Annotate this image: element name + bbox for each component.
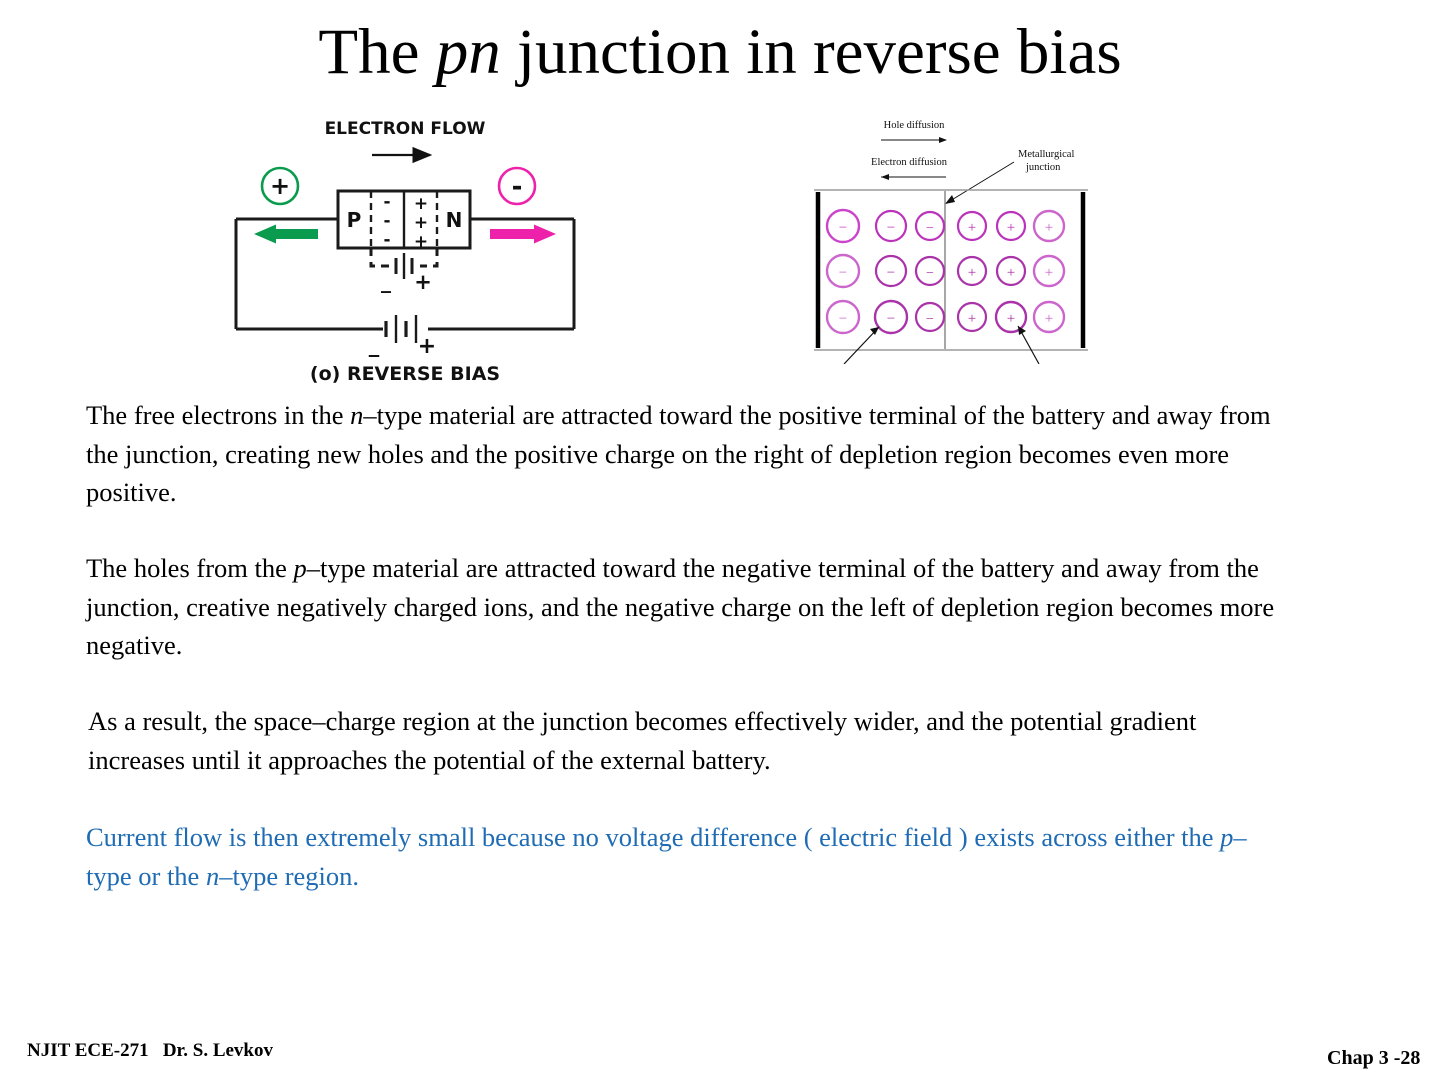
pn-junction-lattice-figure: Hole diffusion Electron diffusion Metall… xyxy=(806,114,1096,364)
footer-course-info: NJIT ECE-271 Dr. S. Levkov xyxy=(27,1040,273,1061)
depletion-minus-sign: - xyxy=(383,230,390,250)
page-title-pre: The xyxy=(318,16,436,88)
donor-ion-sign: + xyxy=(1045,265,1053,281)
donor-ion-sign: + xyxy=(1045,220,1053,236)
positive-terminal-sign: + xyxy=(270,172,290,200)
acceptor-ion-sign: − xyxy=(926,221,934,236)
paragraph-electrons: The free electrons in the n–type materia… xyxy=(86,396,1296,512)
green-current-arrow-icon xyxy=(254,224,318,244)
acceptor-ion: − xyxy=(825,253,861,289)
acceptor-ion: − xyxy=(874,254,908,288)
donor-ion: + xyxy=(956,301,988,333)
donor-ion: + xyxy=(1032,300,1066,334)
para4-part-a: Current flow is then extremely small bec… xyxy=(86,822,1221,852)
acceptor-ion: − xyxy=(914,301,946,333)
negative-terminal-sign: - xyxy=(512,172,523,202)
external-battery-symbol-icon xyxy=(384,315,418,343)
donor-ion: + xyxy=(1032,254,1066,288)
donor-ion-group: + + + + + + xyxy=(956,209,1066,334)
para2-part-a: The holes from the xyxy=(86,553,294,583)
donor-ion-sign: + xyxy=(1007,311,1015,327)
pn-junction-lattice-svg: Hole diffusion Electron diffusion Metall… xyxy=(814,120,1088,364)
donor-ion: + xyxy=(956,210,988,242)
page-title-italic-pn: pn xyxy=(435,16,501,88)
n-region-label: N xyxy=(446,208,463,232)
para1-n-italic: n xyxy=(350,400,364,430)
reverse-bias-circuit-svg: ELECTRON FLOW + - xyxy=(234,119,576,385)
para4-part-c: –type region. xyxy=(219,860,360,891)
donor-ion: + xyxy=(995,210,1027,242)
acceptor-ion-sign: − xyxy=(839,311,847,327)
electron-diffusion-label: Electron diffusion xyxy=(871,157,948,168)
acceptor-callout-arrow-icon xyxy=(843,326,880,364)
internal-barrier-battery-leads xyxy=(369,248,439,268)
paragraph-holes: The holes from the p–type material are a… xyxy=(86,549,1286,665)
footer-chapter-slide: Chap 3 -28 xyxy=(1327,1047,1421,1069)
acceptor-ion-sign: − xyxy=(887,311,895,327)
circuit-wire xyxy=(234,217,576,331)
magenta-current-arrow-icon xyxy=(490,224,556,244)
donor-ion-sign: + xyxy=(1007,220,1015,236)
internal-battery-plus: + xyxy=(414,270,432,294)
hole-diffusion-label: Hole diffusion xyxy=(884,120,946,131)
positive-terminal-circle-icon xyxy=(260,166,300,206)
acceptor-ion: − xyxy=(914,210,946,242)
negative-terminal-circle-icon xyxy=(497,166,537,206)
figure-left-caption: (o) REVERSE BIAS xyxy=(310,363,500,385)
para4-n-italic: n xyxy=(205,860,220,891)
donor-ion: + xyxy=(995,255,1027,287)
para4-p-italic: p xyxy=(1220,822,1234,852)
acceptor-ion: − xyxy=(825,208,861,244)
depletion-minus-sign: - xyxy=(383,211,390,231)
acceptor-ion: − xyxy=(914,255,946,287)
external-battery-plus: + xyxy=(418,334,436,359)
acceptor-ion-sign: − xyxy=(839,265,847,281)
acceptor-ion: − xyxy=(873,299,909,335)
donor-ion-sign: + xyxy=(968,311,976,327)
paragraph-current-flow-highlight: Current flow is then extremely small bec… xyxy=(86,818,1286,895)
page-title: The pn junction in reverse bias xyxy=(0,14,1440,90)
acceptor-ion-sign: − xyxy=(887,220,895,236)
metallurgical-junction-leader-line xyxy=(944,161,1015,205)
metallurgical-junction-label-line1: Metallurgical xyxy=(1018,149,1074,160)
metallurgical-junction-label-line2: junction xyxy=(1025,162,1061,173)
depletion-plus-sign: + xyxy=(414,194,428,214)
para2-part-b: –type material are attracted toward the … xyxy=(86,553,1275,660)
donor-ion-sign: + xyxy=(968,220,976,236)
acceptor-ion-sign: − xyxy=(926,312,934,327)
donor-callout-arrow-icon xyxy=(1017,325,1040,364)
para4-part-b: –type or the xyxy=(86,822,1247,891)
donor-ion: + xyxy=(994,300,1028,334)
depletion-plus-sign: + xyxy=(414,213,428,233)
acceptor-ion-sign: − xyxy=(926,266,934,281)
para1-part-a: The free electrons in the xyxy=(86,400,351,430)
depletion-plus-sign: + xyxy=(414,232,428,252)
page-title-post: junction in reverse bias xyxy=(500,16,1122,88)
electron-flow-label: ELECTRON FLOW xyxy=(325,119,486,139)
electron-diffusion-arrow-icon xyxy=(881,174,946,180)
paragraph-space-charge: As a result, the space–charge region at … xyxy=(88,706,1197,775)
depletion-minus-sign: - xyxy=(383,192,390,212)
p-region-label: P xyxy=(347,208,362,232)
internal-battery-symbol-icon xyxy=(394,253,414,279)
acceptor-ion: − xyxy=(825,299,861,335)
external-battery-minus: _ xyxy=(369,333,380,357)
acceptor-ion: − xyxy=(874,209,908,243)
para1-part-b: –type material are attracted toward the … xyxy=(86,400,1271,507)
internal-battery-minus: _ xyxy=(381,269,391,293)
donor-ion-sign: + xyxy=(1045,311,1053,327)
donor-ion: + xyxy=(1032,209,1066,243)
acceptor-ion-sign: − xyxy=(839,220,847,236)
para2-p-italic: p xyxy=(293,553,307,583)
donor-ion-sign: + xyxy=(968,265,976,281)
acceptor-ion-sign: − xyxy=(887,265,895,281)
donor-ion: + xyxy=(956,255,988,287)
donor-ion-sign: + xyxy=(1007,265,1015,281)
acceptor-ion-group: − − − − − − xyxy=(825,208,946,335)
reverse-bias-circuit-figure: ELECTRON FLOW + - xyxy=(218,106,593,388)
